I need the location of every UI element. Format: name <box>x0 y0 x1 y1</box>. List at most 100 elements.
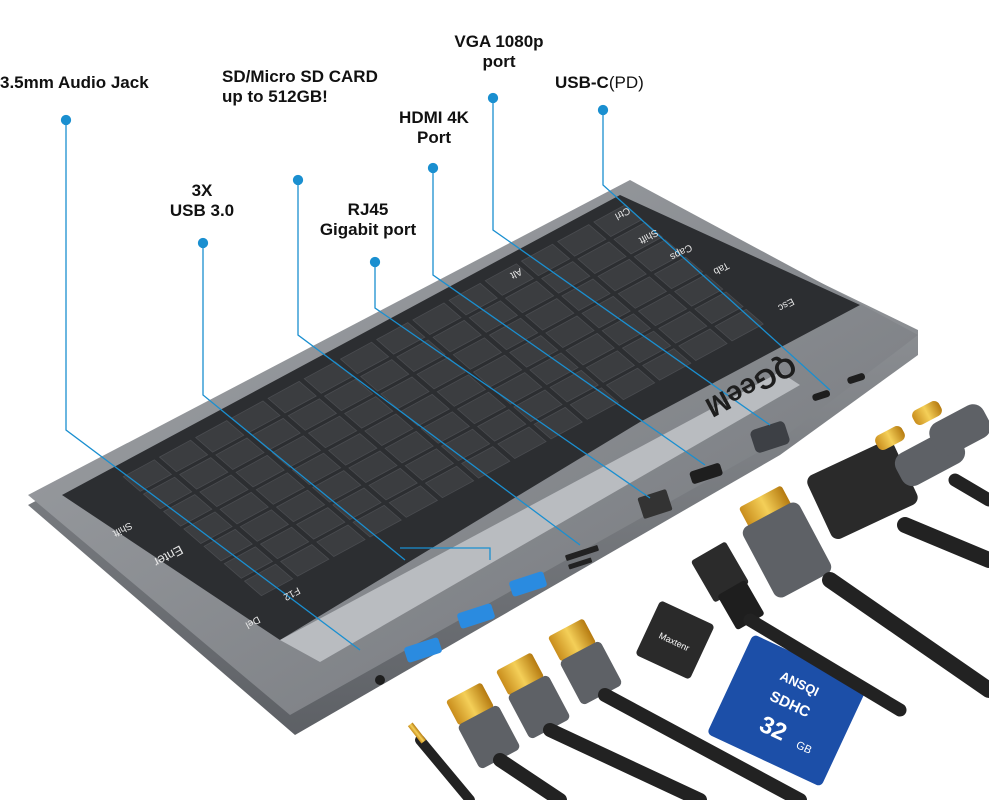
keycap <box>509 335 559 368</box>
keycap <box>436 374 487 407</box>
keycap <box>163 494 213 527</box>
keycap <box>533 406 583 440</box>
keycap <box>637 293 688 327</box>
keycap <box>541 261 591 294</box>
keycap <box>440 428 491 462</box>
keycap <box>601 313 652 346</box>
hub-ports <box>375 373 866 685</box>
keycap <box>484 263 535 296</box>
label-usb3: 3X USB 3.0 <box>169 181 235 220</box>
keycap <box>597 258 647 292</box>
keycap <box>504 280 555 314</box>
microsd-slot <box>568 557 593 570</box>
usbc-port <box>812 390 831 401</box>
label-rj45: RJ45 Gigabit port <box>319 200 417 239</box>
keycap <box>617 276 668 309</box>
keycap <box>448 282 498 316</box>
keycap <box>404 448 455 481</box>
keycap <box>678 328 728 361</box>
usb-port-3 <box>509 571 547 597</box>
keycap <box>251 417 301 451</box>
keycap <box>581 295 631 329</box>
keycap <box>613 221 663 255</box>
keycap <box>352 504 402 538</box>
keycap <box>235 454 285 488</box>
hdmi-port <box>689 463 723 484</box>
usb-a-plug-3 <box>548 619 807 800</box>
label-usb-c: USB-C(PD) <box>555 73 644 92</box>
keycap <box>287 398 338 431</box>
usb-a-plug-2 <box>496 653 707 800</box>
usb-port-2 <box>457 603 495 629</box>
keycap <box>658 311 708 344</box>
cables: Maxtenr ANSQI SDHC 32 GB <box>407 401 989 800</box>
usb-port-1 <box>404 637 442 663</box>
rj45-plug <box>691 542 907 717</box>
sd-slot <box>565 545 599 561</box>
keycap <box>477 409 527 442</box>
hdmi-plug <box>739 486 989 698</box>
keycap <box>488 317 539 351</box>
label-audio-jack: 3.5mm Audio Jack <box>0 73 149 92</box>
keycap <box>653 256 704 290</box>
keycap <box>280 544 330 577</box>
keycap <box>368 467 418 501</box>
keycap <box>122 459 173 492</box>
keycap <box>195 420 245 453</box>
callout-lines <box>60 92 831 651</box>
keycap <box>323 378 374 412</box>
keycap <box>199 474 249 507</box>
label-sd-card: SD/Micro SD CARD up to 512GB! <box>222 67 378 106</box>
keycap <box>364 413 414 446</box>
keycap <box>271 435 322 468</box>
keycap <box>461 446 511 479</box>
keycap <box>388 485 439 518</box>
keycap <box>472 354 523 388</box>
keycap <box>714 308 764 342</box>
keycap <box>142 476 193 510</box>
keycap <box>565 332 615 366</box>
keycap <box>621 330 672 364</box>
keycap <box>642 348 692 381</box>
keycap <box>432 319 482 353</box>
keycap <box>412 302 462 335</box>
keycap <box>183 511 233 544</box>
keycap <box>348 450 398 483</box>
keycap <box>328 433 378 466</box>
keycap <box>296 507 346 540</box>
rj45-port <box>637 489 673 519</box>
keycap <box>267 380 317 414</box>
keycap <box>529 352 579 385</box>
keycap <box>380 376 430 409</box>
keycap <box>275 489 326 523</box>
keycap <box>255 472 306 505</box>
keycap <box>360 359 410 392</box>
keycap <box>384 430 434 464</box>
usbc-port-2 <box>847 373 866 384</box>
keycap <box>339 341 390 375</box>
keycap <box>215 437 265 470</box>
keycap <box>513 389 563 422</box>
vga-plug <box>807 440 989 568</box>
keyboard-hub <box>28 180 918 735</box>
keycap <box>585 350 636 383</box>
keycap <box>219 491 269 525</box>
keycap <box>316 524 366 557</box>
microsd-card: Maxtenr <box>636 601 714 679</box>
keycap <box>549 369 599 403</box>
keycap <box>291 452 342 486</box>
keycap <box>376 322 426 355</box>
usbc-plug-2 <box>912 401 989 456</box>
keycap <box>633 239 684 272</box>
keycap <box>344 396 394 429</box>
keycap <box>307 415 358 449</box>
keycap <box>239 509 290 542</box>
usb-a-plug-1 <box>446 683 567 800</box>
keycap <box>452 337 503 370</box>
audio-cable <box>415 735 475 800</box>
keycap <box>179 457 229 490</box>
keycap <box>158 439 209 473</box>
keycap <box>557 224 607 257</box>
keycap <box>223 546 274 579</box>
